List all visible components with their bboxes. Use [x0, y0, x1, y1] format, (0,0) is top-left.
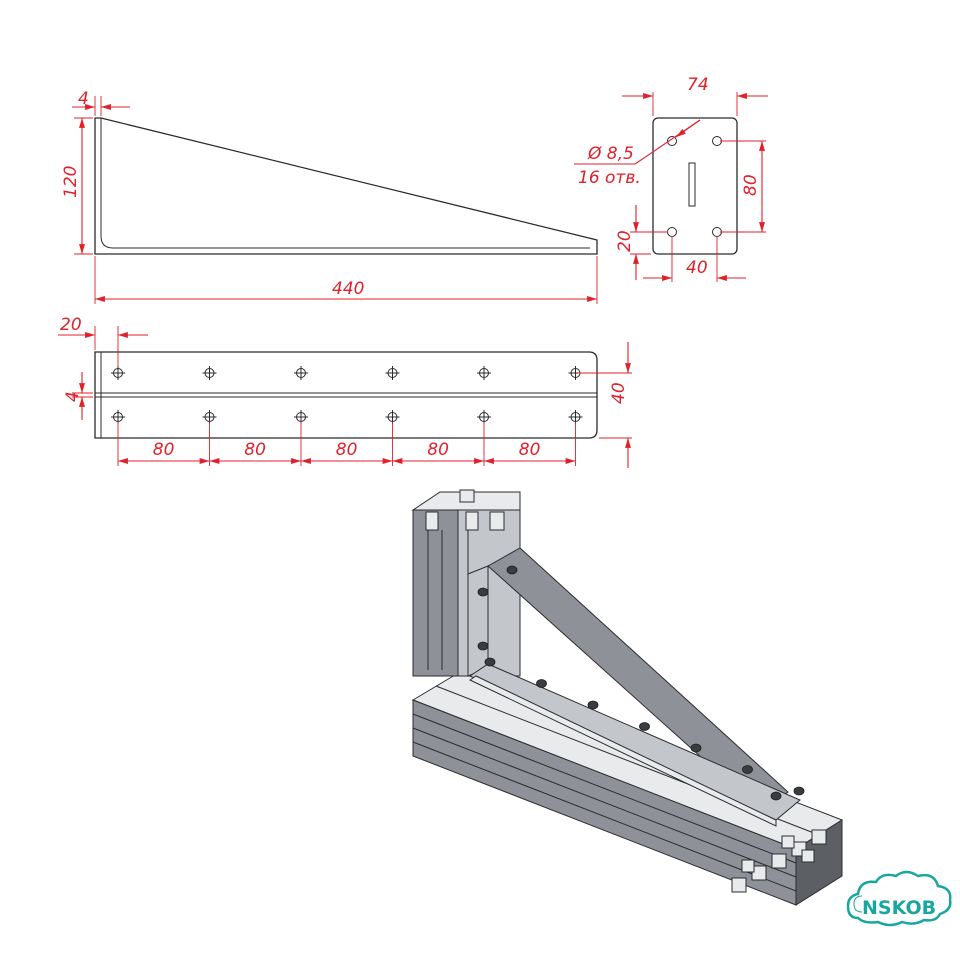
bolt — [770, 791, 782, 801]
bracket-side-profile — [94, 117, 598, 255]
dim-hole-offset: 20 — [615, 230, 635, 252]
dim-hole-spacing-v: 80 — [741, 174, 761, 196]
bolt-row — [484, 657, 805, 801]
bracket-3d — [467, 547, 805, 827]
logo-text: NSKOB — [862, 897, 936, 919]
pitch-dimension-chain: 80 80 80 80 80 — [117, 422, 576, 466]
hole — [667, 136, 677, 146]
bolt — [477, 641, 489, 651]
nskob-logo: NSKOB — [846, 870, 952, 927]
bolt — [742, 765, 753, 774]
dim-pitch: 80 — [244, 440, 266, 460]
side-view: 4 120 440 — [61, 89, 598, 304]
bolt — [793, 786, 805, 796]
dim-length: 440 — [332, 279, 364, 299]
dim-flange-gap: 4 — [63, 391, 83, 402]
bolt — [506, 565, 518, 575]
dim-pitch: 80 — [519, 440, 541, 460]
vertical-aluminum-profile — [411, 489, 521, 677]
top-view: 20 4 40 80 80 80 80 80 — [58, 315, 632, 468]
dim-edge-offset: 20 — [60, 315, 82, 335]
bracket-inner-edge — [100, 118, 590, 249]
hole — [667, 227, 677, 237]
bolt — [639, 722, 650, 731]
dim-pitch: 80 — [427, 440, 449, 460]
dim-height: 120 — [61, 166, 81, 198]
end-view: 74 80 20 40 Ø 8,5 16 отв. — [574, 75, 768, 282]
bolt — [690, 743, 702, 753]
dim-pitch: 80 — [336, 440, 358, 460]
dim-width: 74 — [687, 75, 709, 95]
dim-hole-spacing-h: 40 — [686, 258, 708, 278]
bolt — [477, 587, 489, 597]
isometric-assembly — [411, 489, 844, 906]
bolt — [587, 700, 599, 710]
bolt — [536, 679, 547, 688]
dim-pitch: 80 — [153, 440, 175, 460]
hole-diameter-note: Ø 8,5 — [587, 144, 634, 164]
flange-top-outline — [94, 351, 598, 439]
hole-row — [111, 366, 583, 424]
dim-thickness: 4 — [78, 89, 89, 109]
dim-flange-width: 40 — [609, 382, 629, 404]
bolt — [484, 657, 496, 667]
web-slot — [688, 162, 696, 207]
hole-count-note: 16 отв. — [578, 168, 641, 188]
